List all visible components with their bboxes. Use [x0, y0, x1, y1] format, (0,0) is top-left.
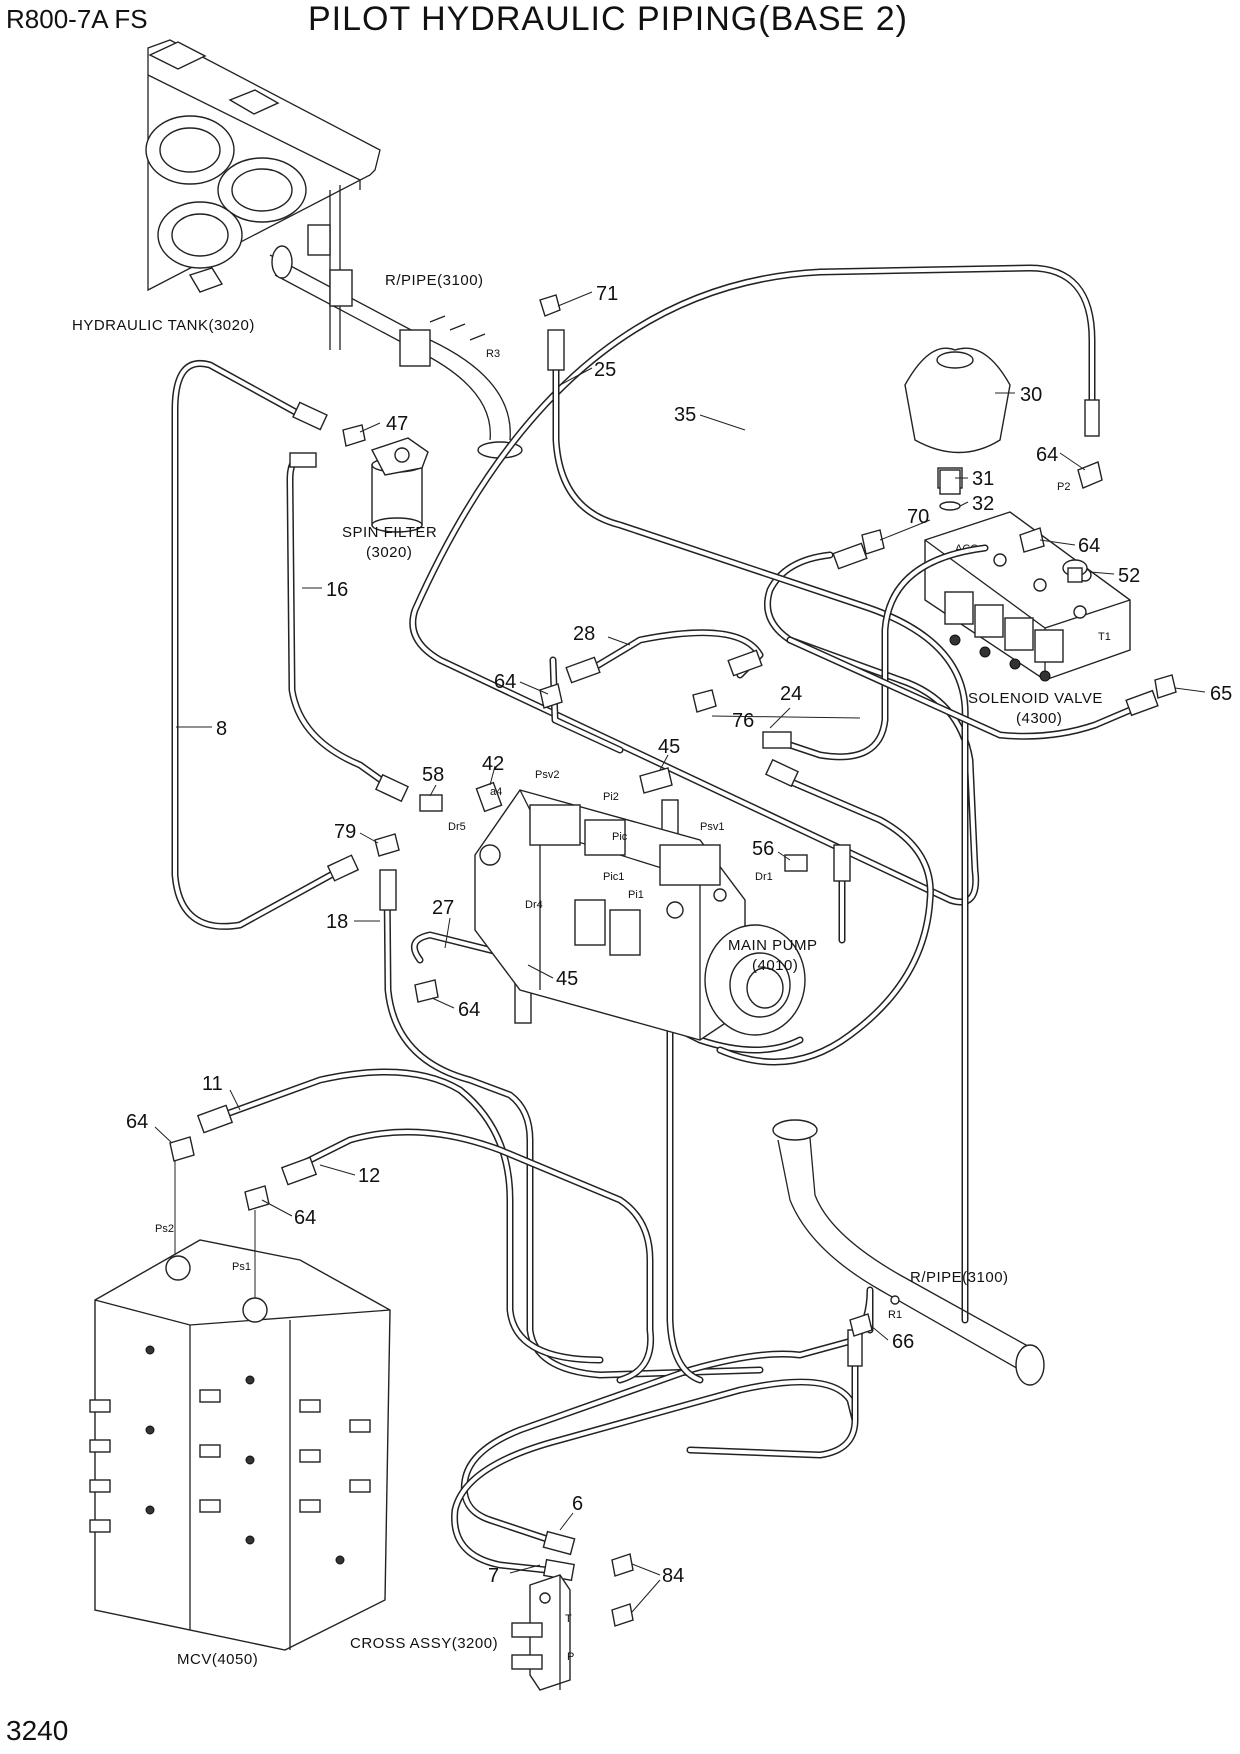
- callout-64-mcv-mid: 64: [294, 1207, 316, 1229]
- port-ps1: Ps1: [232, 1261, 251, 1273]
- main-pump-label-2: (4010): [752, 957, 798, 974]
- port-a4: a4: [490, 786, 502, 798]
- leader-lines: [154, 291, 1206, 1613]
- callout-64-lower: 64: [458, 999, 480, 1021]
- callout-64-p2: 64: [1036, 444, 1058, 466]
- hydraulic-tank-label: HYDRAULIC TANK(3020): [72, 317, 255, 334]
- port-dr1: Dr1: [755, 871, 773, 883]
- model-code: R800-7A FS: [6, 4, 148, 34]
- callout-64-solenoid: 64: [1078, 535, 1100, 557]
- callout-47: 47: [386, 413, 408, 435]
- return-pipe-bottom: [772, 1119, 1045, 1386]
- solenoid-valve-label-2: (4300): [1016, 710, 1062, 727]
- callout-64-pump: 64: [494, 671, 516, 693]
- port-dr5: Dr5: [448, 821, 466, 833]
- page-number: 3240: [6, 1715, 68, 1746]
- callout-28: 28: [573, 623, 595, 645]
- port-pic: Pic: [612, 831, 628, 843]
- callout-45-lower: 45: [556, 968, 578, 990]
- callout-45-upper: 45: [658, 736, 680, 758]
- port-t: T: [565, 1613, 572, 1625]
- cross-assy-label: CROSS ASSY(3200): [350, 1635, 498, 1652]
- callout-32: 32: [972, 493, 994, 515]
- solenoid-valve-label-1: SOLENOID VALVE: [968, 690, 1103, 707]
- callout-64-mcv-left: 64: [126, 1111, 148, 1133]
- port-pic1: Pic1: [603, 871, 624, 883]
- main-pump: [474, 789, 806, 1041]
- callout-58: 58: [422, 764, 444, 786]
- callout-6: 6: [572, 1493, 583, 1515]
- callout-70: 70: [907, 506, 929, 528]
- callout-66: 66: [892, 1331, 914, 1353]
- return-pipe-bottom-label: R/PIPE(3100): [910, 1269, 1009, 1286]
- callout-7: 7: [488, 1565, 499, 1587]
- callout-65: 65: [1210, 683, 1232, 705]
- callout-8: 8: [216, 718, 227, 740]
- port-psv2: Psv2: [535, 769, 559, 781]
- callout-52: 52: [1118, 565, 1140, 587]
- callout-79: 79: [334, 821, 356, 843]
- port-r3: R3: [486, 348, 500, 360]
- port-pi2: Pi2: [603, 791, 619, 803]
- solenoid-valve: [924, 511, 1131, 682]
- callout-30: 30: [1020, 384, 1042, 406]
- callout-76: 76: [732, 710, 754, 732]
- callout-numbers: 71 25 30 35 47 64 31 32 70 64 52 16 28 6…: [126, 283, 1232, 1587]
- port-psv1: Psv1: [700, 821, 724, 833]
- callout-35: 35: [674, 404, 696, 426]
- port-r1: R1: [888, 1309, 902, 1321]
- mcv: [89, 1239, 391, 1651]
- hose-fittings: [196, 329, 1159, 1582]
- port-p2: P2: [1057, 481, 1070, 493]
- callout-11: 11: [202, 1073, 223, 1095]
- hydraulic-tank: [145, 39, 381, 350]
- page-title: PILOT HYDRAULIC PIPING(BASE 2): [308, 0, 908, 38]
- mcv-label: MCV(4050): [177, 1651, 258, 1668]
- callout-16: 16: [326, 579, 348, 601]
- callout-84: 84: [662, 1565, 684, 1587]
- spin-filter: [371, 437, 429, 533]
- return-pipe-top: [269, 245, 523, 459]
- callout-24: 24: [780, 683, 802, 705]
- spin-filter-label-1: SPIN FILTER: [342, 524, 437, 541]
- callout-27: 27: [432, 897, 454, 919]
- port-t1: T1: [1098, 631, 1111, 643]
- callout-18: 18: [326, 911, 348, 933]
- callout-42: 42: [482, 753, 504, 775]
- port-p: P: [567, 1651, 574, 1663]
- callout-25: 25: [594, 359, 616, 381]
- main-pump-label-1: MAIN PUMP: [728, 937, 818, 954]
- return-pipe-top-label: R/PIPE(3100): [385, 272, 484, 289]
- callout-31: 31: [972, 468, 994, 490]
- spin-filter-label-2: (3020): [366, 544, 412, 561]
- callout-56: 56: [752, 838, 774, 860]
- port-dr4: Dr4: [525, 899, 543, 911]
- callout-71: 71: [596, 283, 618, 305]
- cross-assy: [511, 1574, 571, 1691]
- callout-12: 12: [358, 1165, 380, 1187]
- port-ps2: Ps2: [155, 1223, 174, 1235]
- port-pi1: Pi1: [628, 889, 644, 901]
